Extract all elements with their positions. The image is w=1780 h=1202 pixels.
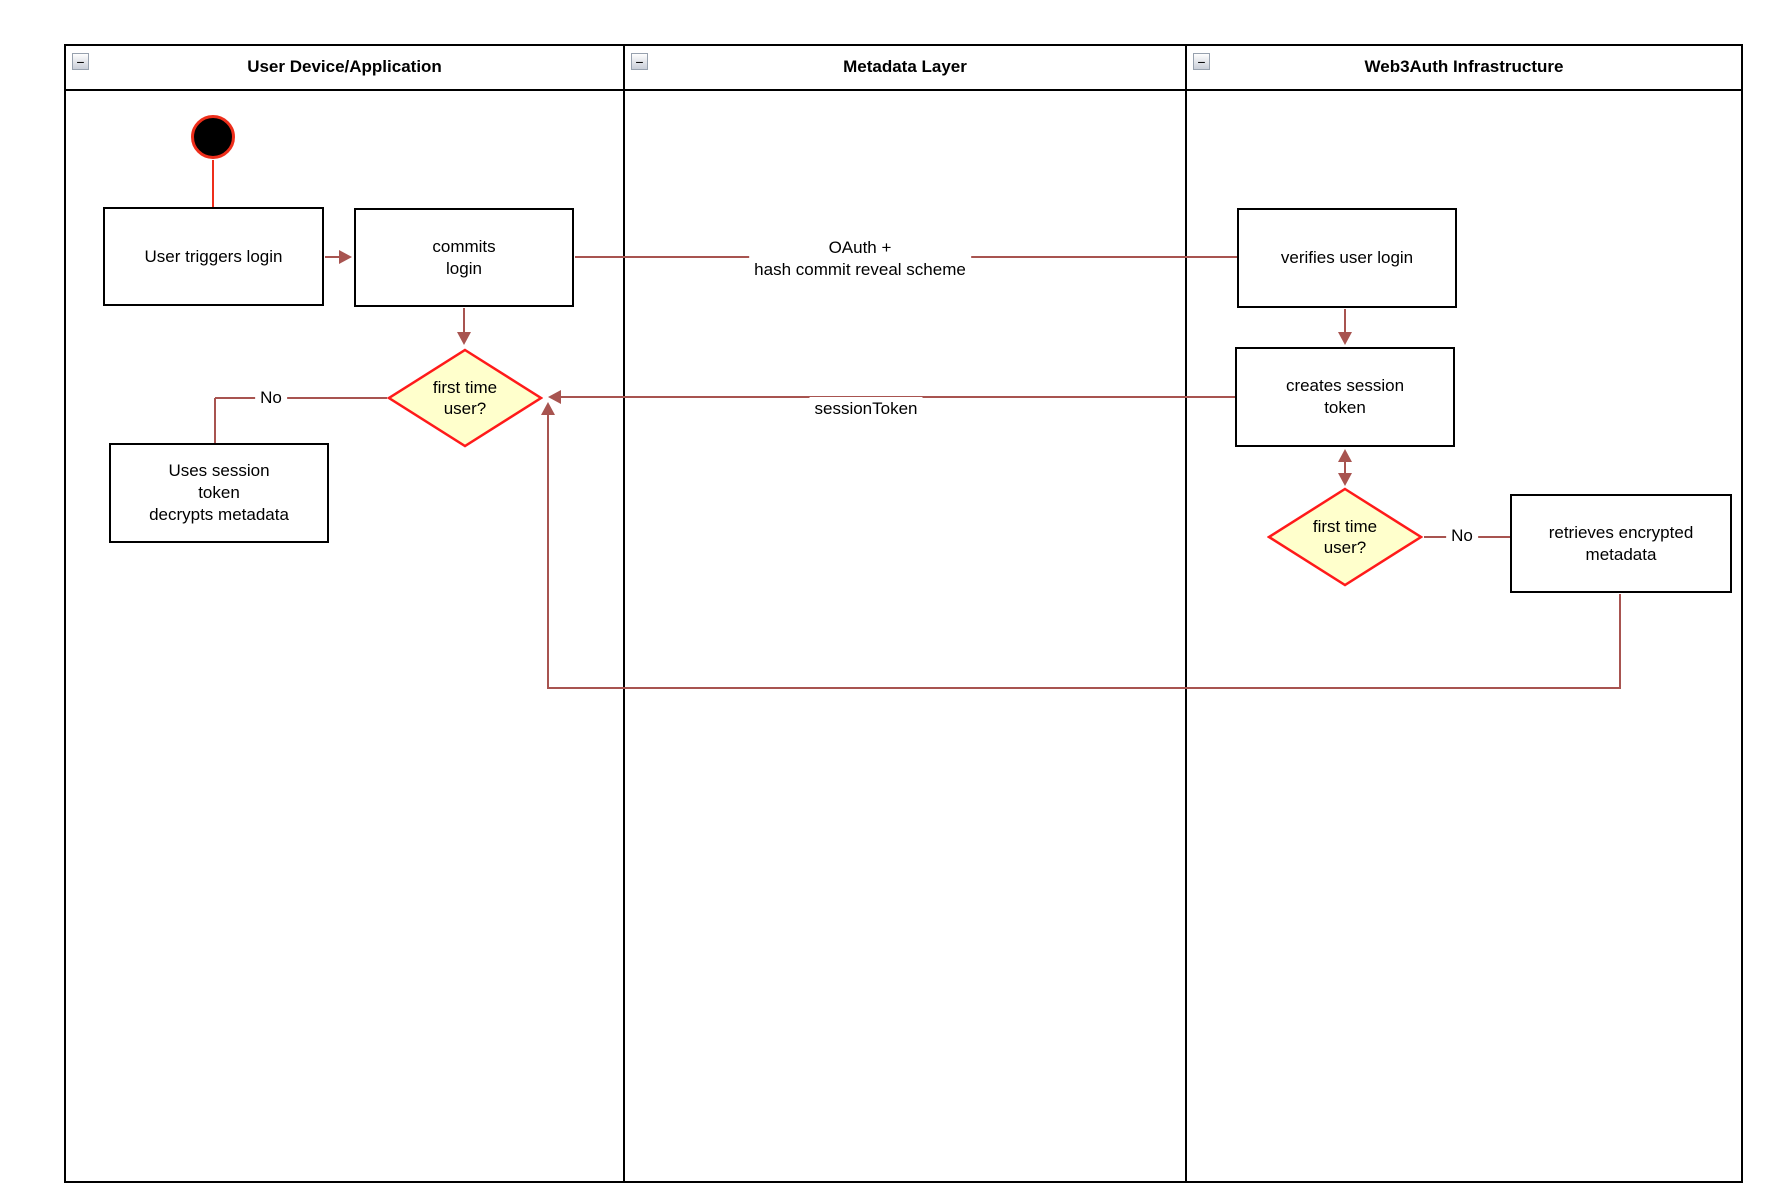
edge-start-to-trigger (212, 160, 214, 207)
arrowhead-left-icon (548, 390, 561, 404)
node-commits-login[interactable]: commits login (354, 208, 574, 307)
arrowhead-right-icon (339, 250, 352, 264)
lane-header-web3auth[interactable]: − Web3Auth Infrastructure (1187, 46, 1741, 88)
node-retrieves-encrypted-metadata[interactable]: retrieves encrypted metadata (1510, 494, 1732, 593)
collapse-lane-icon[interactable]: − (72, 53, 89, 70)
header-divider (64, 89, 1743, 91)
edge-no-left-horizontal (215, 397, 387, 399)
edge-verifies-to-creates (1344, 309, 1346, 334)
node-uses-session-token[interactable]: Uses session token decrypts metadata (109, 443, 329, 543)
arrowhead-up-icon (1338, 449, 1352, 462)
edge-label-session-token: sessionToken (809, 397, 923, 421)
edge-trigger-to-commits (325, 256, 340, 258)
lane-title: Metadata Layer (843, 57, 967, 76)
decision-first-time-user-right[interactable]: first time user? (1267, 487, 1423, 587)
lane-header-user-device[interactable]: − User Device/Application (66, 46, 623, 88)
edge-feedback-up (547, 414, 549, 689)
lane-divider-1 (623, 44, 625, 1183)
swimlane-pool (64, 44, 1743, 1183)
node-verifies-user-login[interactable]: verifies user login (1237, 208, 1457, 308)
decision-label: first time user? (1312, 517, 1378, 557)
edge-no-left-vertical (214, 398, 216, 444)
collapse-lane-icon[interactable]: − (1193, 53, 1210, 70)
edge-retrieves-down (1619, 594, 1621, 689)
edge-label-no-left: No (255, 386, 287, 410)
arrowhead-down-icon (1338, 332, 1352, 345)
edge-label-oauth: OAuth + hash commit reveal scheme (749, 236, 971, 282)
node-user-triggers-login[interactable]: User triggers login (103, 207, 324, 306)
lane-title: User Device/Application (247, 57, 442, 76)
lane-header-metadata[interactable]: − Metadata Layer (625, 46, 1185, 88)
decision-first-time-user-left[interactable]: first time user? (387, 348, 543, 448)
node-creates-session-token[interactable]: creates session token (1235, 347, 1455, 447)
arrowhead-down-icon (457, 332, 471, 345)
collapse-lane-icon[interactable]: − (631, 53, 648, 70)
decision-label: first time user? (432, 378, 498, 418)
start-node[interactable] (191, 115, 235, 159)
lane-divider-2 (1185, 44, 1187, 1183)
edge-commits-to-decision-left (463, 308, 465, 334)
edge-feedback-bottom (548, 687, 1621, 689)
edge-creates-to-decision-right (1344, 460, 1346, 475)
edge-label-no-right: No (1446, 524, 1478, 548)
lane-title: Web3Auth Infrastructure (1364, 57, 1564, 76)
arrowhead-down-icon (1338, 473, 1352, 486)
arrowhead-up-icon (541, 402, 555, 415)
